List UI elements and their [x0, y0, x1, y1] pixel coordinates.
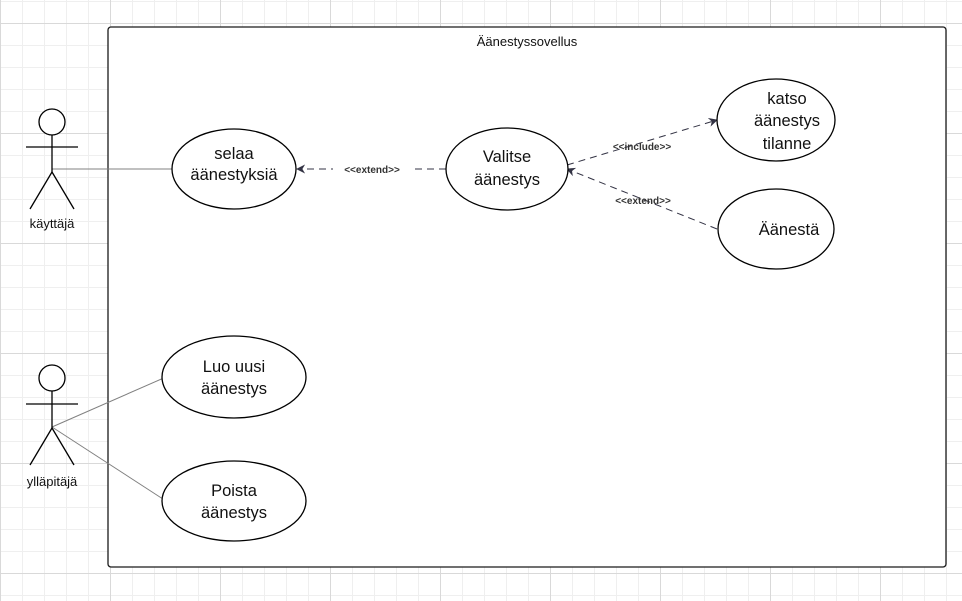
usecase-delete-line2: äänestys [201, 504, 267, 522]
usecase-delete[interactable]: Poista äänestys [161, 460, 307, 542]
system-boundary[interactable] [107, 26, 947, 568]
actor-admin-label: ylläpitäjä [27, 474, 78, 489]
usecase-vote-line1: Äänestä [759, 221, 820, 239]
usecase-browse[interactable]: selaa äänestyksiä [171, 128, 297, 210]
usecase-delete-line1: Poista [211, 482, 258, 500]
system-title: Äänestyssovellus [477, 34, 578, 49]
actor-user-right-leg [51, 171, 75, 210]
usecase-view-status-ellipse [716, 78, 836, 162]
usecase-select-line2: äänestys [474, 171, 540, 189]
usecase-delete-ellipse [161, 460, 307, 542]
include-label-view: <<include>> [613, 142, 672, 153]
usecase-view-status[interactable]: katso äänestys tilanne [716, 78, 836, 162]
usecase-browse-line1: selaa [214, 145, 254, 163]
usecase-view-status-line3: tilanne [763, 135, 812, 153]
actor-user[interactable]: käyttäjä [26, 108, 78, 231]
usecase-vote[interactable]: Äänestä [717, 188, 835, 270]
extend-label-bg-1 [333, 162, 411, 176]
actor-admin-left-leg [29, 427, 53, 466]
association-admin-create[interactable] [51, 376, 167, 428]
usecase-create-line2: äänestys [201, 380, 267, 398]
actor-admin-right-leg [51, 427, 75, 466]
actor-admin[interactable]: ylläpitäjä [26, 364, 78, 489]
usecase-create-ellipse [161, 335, 307, 419]
usecase-view-status-line1: katso [767, 90, 806, 108]
usecase-vote-ellipse [717, 188, 835, 270]
usecase-select[interactable]: Valitse äänestys [445, 127, 569, 211]
usecase-browse-line2: äänestyksiä [190, 166, 278, 184]
usecase-select-line1: Valitse [483, 148, 531, 166]
include-arrow-select-to-view[interactable] [566, 118, 718, 166]
actor-user-label: käyttäjä [30, 216, 76, 231]
usecase-create-line1: Luo uusi [203, 358, 265, 376]
extend-label-browse: <<extend>> [344, 165, 400, 176]
extend-label-vote: <<extend>> [615, 196, 671, 207]
actor-user-head [38, 108, 66, 136]
association-admin-delete[interactable] [51, 426, 167, 502]
usecase-view-status-line2: äänestys [754, 112, 820, 130]
usecase-browse-ellipse [171, 128, 297, 210]
usecase-create[interactable]: Luo uusi äänestys [161, 335, 307, 419]
actor-admin-head [38, 364, 66, 392]
actor-user-left-leg [29, 171, 53, 210]
extend-arrow-vote-to-select[interactable] [566, 167, 718, 230]
usecase-select-ellipse [445, 127, 569, 211]
